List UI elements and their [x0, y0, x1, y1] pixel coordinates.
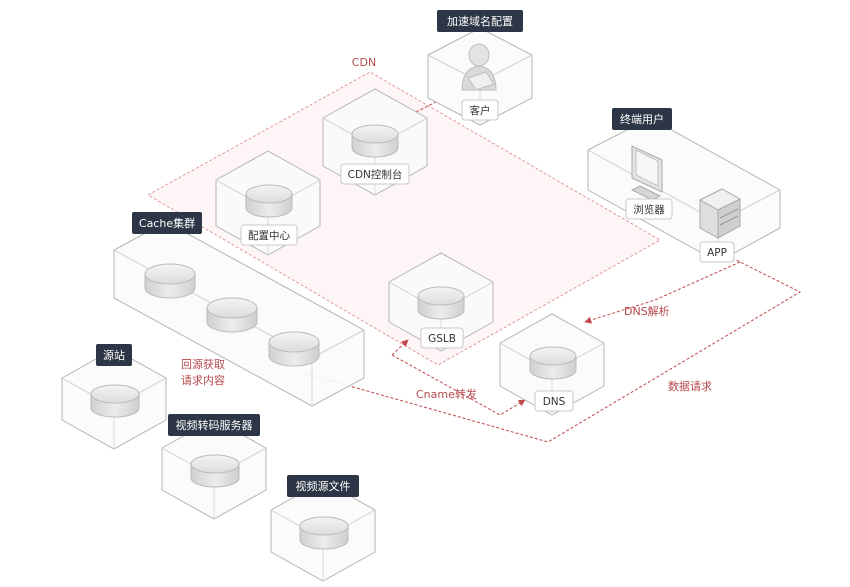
server-icon [698, 188, 742, 239]
tag-accelerate-config: 加速域名配置 [437, 10, 523, 32]
tag-end-user: 终端用户 [612, 108, 672, 130]
back-to-origin-label-2: 请求内容 [181, 373, 225, 387]
tag-config-center-text: 配置中心 [248, 229, 290, 242]
gslb-arrow [391, 339, 409, 356]
dns-resolve-label: DNS解析 [624, 304, 670, 318]
database-icon [268, 331, 320, 367]
dns-resolve-line [584, 261, 741, 324]
tag-origin: 源站 [96, 344, 132, 366]
cdn-region [146, 71, 662, 366]
database-icon [190, 454, 240, 488]
database-icon [529, 346, 577, 380]
video-source-node [270, 480, 376, 582]
tag-origin-text: 源站 [103, 348, 125, 362]
tag-gslb-text: GSLB [428, 333, 456, 345]
tag-cache-cluster: Cache集群 [132, 212, 202, 234]
gslb-node [388, 252, 494, 352]
cdn-region-label: CDN [352, 56, 376, 69]
tag-accelerate-config-text: 加速域名配置 [447, 14, 513, 28]
tag-cdn-console-text: CDN控制台 [348, 168, 403, 181]
tag-cache-cluster-text: Cache集群 [139, 216, 195, 230]
database-icon [206, 297, 258, 333]
tag-browser: 浏览器 [625, 198, 673, 220]
dns-node [499, 313, 605, 416]
data-request-line [299, 257, 802, 443]
customer-node [427, 27, 533, 126]
database-icon [245, 184, 293, 218]
end-user-node [587, 117, 781, 263]
database-icon [299, 516, 349, 550]
cname-forward-label: Cname转发 [416, 387, 477, 401]
tag-customer-text: 客户 [470, 104, 491, 117]
tag-browser-text: 浏览器 [633, 203, 665, 216]
tag-transcode-server-text: 视频转码服务器 [176, 418, 253, 432]
database-icon [351, 124, 399, 158]
tag-video-source-text: 视频源文件 [296, 479, 351, 493]
tag-config-center: 配置中心 [240, 224, 298, 246]
tag-dns-text: DNS [543, 396, 566, 408]
tag-cdn-console: CDN控制台 [340, 163, 410, 185]
tag-customer: 客户 [461, 99, 499, 121]
tag-gslb: GSLB [420, 327, 464, 349]
tag-end-user-text: 终端用户 [620, 112, 664, 126]
cache-cluster-node [113, 221, 365, 407]
tag-app: APP [699, 241, 735, 263]
tag-transcode-server: 视频转码服务器 [168, 414, 260, 436]
tag-video-source: 视频源文件 [287, 475, 359, 497]
back-to-origin-label-1: 回源获取 [181, 357, 225, 371]
data-request-label: 数据请求 [668, 379, 712, 393]
origin-node [61, 348, 167, 450]
monitor-icon [630, 145, 663, 201]
person-icon [461, 43, 497, 91]
cname-line [391, 354, 526, 416]
database-icon [144, 263, 196, 299]
tag-app-text: APP [707, 247, 727, 259]
transcode-server-node [161, 418, 267, 520]
tag-dns: DNS [534, 390, 574, 412]
database-icon [417, 286, 465, 320]
database-icon [90, 384, 140, 418]
